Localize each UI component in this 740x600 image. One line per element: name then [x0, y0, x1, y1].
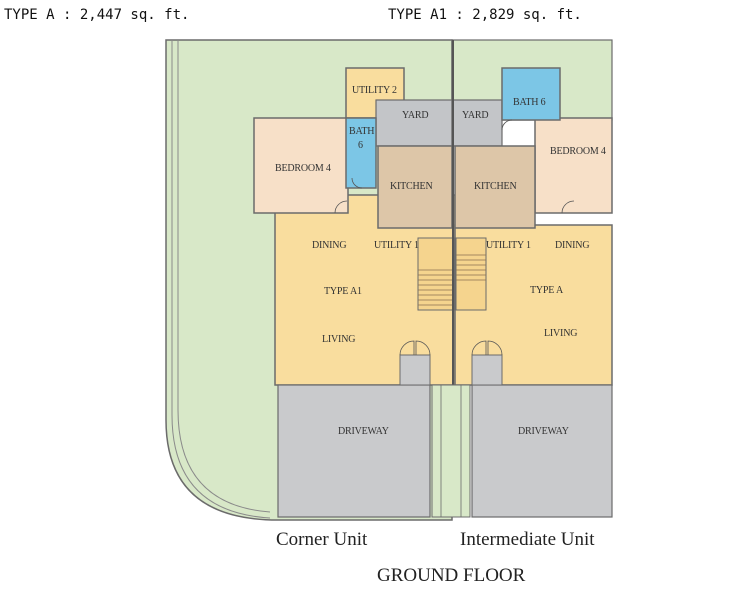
- label-right-kitchen: KITCHEN: [474, 181, 516, 192]
- label-left-living: LIVING: [322, 334, 355, 345]
- label-left-utility-1: UTILITY 1: [374, 240, 419, 251]
- label-left-type: TYPE A1: [324, 286, 362, 297]
- label-left-bath-2: 6: [358, 140, 363, 151]
- right-yard: [451, 99, 503, 147]
- label-right-type: TYPE A: [530, 285, 564, 296]
- label-right-living: LIVING: [544, 328, 577, 339]
- label-right-driveway: DRIVEWAY: [518, 426, 569, 437]
- label-left-dining: DINING: [312, 240, 346, 251]
- type-a1-area-label: TYPE A1 : 2,829 sq. ft.: [388, 7, 582, 23]
- label-right-yard: YARD: [462, 110, 488, 121]
- right-kitchen: [454, 145, 536, 229]
- label-left-utility-2: UTILITY 2: [352, 85, 397, 96]
- left-bath: [345, 117, 377, 189]
- staircase-right: [455, 237, 487, 311]
- caption-intermediate-unit: Intermediate Unit: [460, 529, 595, 550]
- label-left-driveway: DRIVEWAY: [338, 426, 389, 437]
- label-right-bedroom-4: BEDROOM 4: [550, 146, 606, 157]
- left-yard: [375, 99, 453, 147]
- caption-ground-floor: GROUND FLOOR: [377, 565, 526, 586]
- label-right-bath: BATH 6: [513, 97, 546, 108]
- caption-corner-unit: Corner Unit: [276, 529, 368, 550]
- staircase-left: [417, 237, 455, 311]
- right-bedroom-4: [534, 117, 613, 214]
- right-porch: [471, 354, 503, 386]
- fence: [177, 40, 271, 513]
- right-bath: [501, 67, 561, 121]
- label-left-bedroom-4: BEDROOM 4: [275, 163, 331, 174]
- label-right-utility-1: UTILITY 1: [486, 240, 531, 251]
- label-left-yard: YARD: [402, 110, 428, 121]
- left-bedroom-4: [253, 117, 349, 214]
- left-porch: [399, 354, 431, 386]
- walkway: [431, 384, 471, 518]
- type-a-area-label: TYPE A : 2,447 sq. ft.: [4, 7, 190, 23]
- label-left-bath-1: BATH: [349, 126, 374, 137]
- label-left-kitchen: KITCHEN: [390, 181, 432, 192]
- label-right-dining: DINING: [555, 240, 589, 251]
- right-driveway: [471, 384, 613, 518]
- left-driveway: [277, 384, 431, 518]
